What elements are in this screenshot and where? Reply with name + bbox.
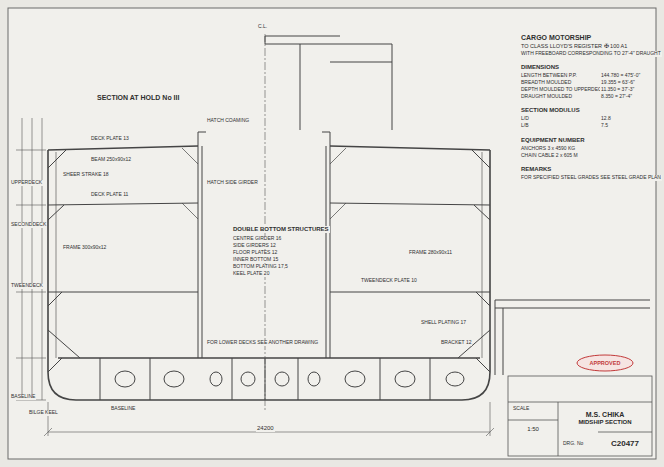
annotation-text: FOR SPECIFIED STEEL GRADES SEE STEEL GRA… — [520, 175, 662, 181]
annotation-text: 12.8 — [600, 116, 612, 122]
annotation-text: KEEL PLATE 20 — [232, 271, 270, 277]
scale-cell: 1:50 — [512, 423, 554, 436]
annotation-text: 8.350 = 27'-4" — [600, 94, 633, 100]
heading-text: SECTION AT HOLD No III — [96, 94, 180, 102]
annotation-text: SHELL PLATING 17 — [420, 320, 467, 326]
heading-text: DOUBLE BOTTOM STRUCTURES — [232, 226, 330, 233]
annotation-text: L/D — [520, 116, 530, 122]
detail-section — [495, 300, 650, 375]
annotation-text: FRAME 300x90x12 — [62, 245, 107, 251]
annotation-text: C.L. — [257, 24, 268, 30]
node-text: C20477 — [611, 439, 639, 448]
annotation-text: DRG. No — [562, 441, 584, 447]
annotation-text: BRACKET 12 — [440, 340, 472, 346]
centre-line — [265, 34, 266, 412]
annotation-text: SCALE — [512, 406, 530, 412]
heading-text: DIMENSIONS — [520, 64, 560, 71]
node-text: M.S. CHIKA — [586, 411, 625, 419]
annotation-text: DRAUGHT MOULDED — [520, 94, 573, 100]
annotation-text: WITH FREEBOARD CORRESPONDING TO 27'-4" D… — [520, 51, 662, 57]
drawing-frame — [8, 8, 656, 459]
heading-text: REMARKS — [520, 166, 552, 173]
heading-text: CARGO MOTORSHIP — [520, 34, 592, 42]
annotation-text: 144.780 = 475'-0" — [600, 73, 641, 79]
annotation-text: 7.5 — [600, 123, 609, 129]
annotation-text: L/B — [520, 123, 530, 129]
annotation-text: UPPERDECK — [10, 180, 43, 186]
annotation-text: SECONDDECK — [10, 222, 47, 228]
annotation-text: FLOOR PLATES 12 — [232, 250, 278, 256]
annotation-text: BOTTOM PLATING 17,5 — [232, 264, 289, 270]
heading-text: EQUIPMENT NUMBER — [520, 137, 586, 144]
annotation-text: DECK PLATE 13 — [90, 136, 130, 142]
annotation-text: DECK PLATE 11 — [90, 192, 129, 198]
annotation-text: SIDE GIRDERS 12 — [232, 243, 277, 249]
node-text: MIDSHIP SECTION — [578, 419, 631, 426]
annotation-text: HATCH COAMING — [206, 118, 250, 124]
annotation-text: BILGE KEEL — [28, 410, 59, 416]
annotation-text: ANCHORS 3 x 4590 KG — [520, 146, 576, 152]
heading-text: SECTION MODULUS — [520, 107, 581, 114]
annotation-text: TWEENDECK PLATE 10 — [360, 278, 418, 284]
annotation-text: BASELINE — [10, 394, 36, 400]
annotation-text: CHAIN CABLE 2 x 605 M — [520, 153, 579, 159]
approval-stamp: APPROVED — [576, 354, 634, 372]
annotation-text: DEPTH MOULDED TO UPPERDECK — [520, 87, 606, 93]
annotation-text: 11.350 = 37'-3" — [600, 87, 635, 93]
title-block-frame — [508, 376, 652, 456]
annotation-text: BEAM 250x90x12 — [90, 157, 132, 163]
node-text: 1:50 — [527, 426, 539, 433]
annotation-text: SHEER STRAKE 18 — [62, 172, 110, 178]
title-cell: M.S. CHIKAMIDSHIP SECTION — [562, 406, 648, 430]
annotation-text: FRAME 280x90x11 — [408, 250, 453, 256]
annotation-text: FOR LOWER DECKS SEE ANOTHER DRAWING — [206, 340, 319, 346]
annotation-text: INNER BOTTOM 15 — [232, 257, 279, 263]
annotation-text: LENGTH BETWEEN P.P. — [520, 73, 578, 79]
annotation-text: 19.355 = 63'-6" — [600, 80, 636, 86]
hull-structure — [48, 36, 490, 400]
node-text: APPROVED — [590, 360, 621, 366]
annotation-text: 24200 — [256, 425, 275, 432]
annotation-text: CENTRE GIRDER 16 — [232, 236, 282, 242]
annotation-text: TO CLASS LLOYD'S REGISTER ✠ 100 A1 — [520, 43, 628, 49]
annotation-text: HATCH SIDE GIRDER — [206, 180, 259, 186]
annotation-text: BASELINE — [110, 406, 136, 412]
annotation-text: BREADTH MOULDED — [520, 80, 572, 86]
dimension-lines — [16, 118, 494, 436]
annotation-text: TWEENDECK — [10, 283, 44, 289]
drawing-number-cell: C20477 — [602, 436, 648, 452]
